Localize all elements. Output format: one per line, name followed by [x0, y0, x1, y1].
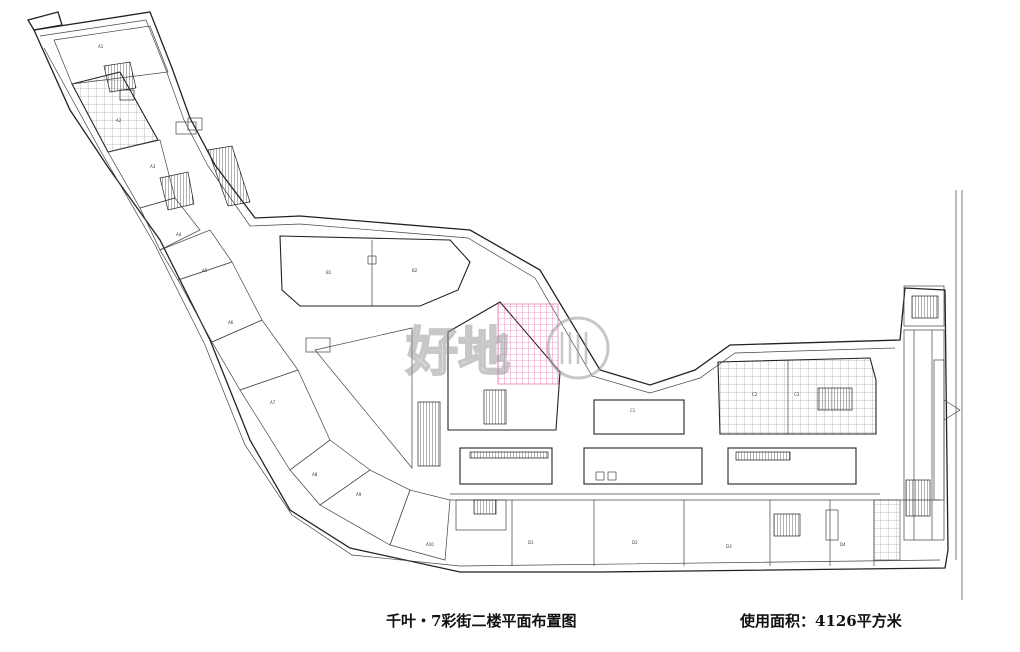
svg-text:A8: A8	[312, 472, 318, 477]
watermark-text: 好地	[405, 323, 510, 383]
svg-text:B1: B1	[326, 270, 332, 275]
south-shops	[450, 499, 940, 566]
hatched-room-north	[71, 61, 159, 153]
watermark-logo: 好地	[404, 316, 610, 384]
svg-text:A10: A10	[426, 542, 434, 547]
svg-text:A9: A9	[356, 492, 362, 497]
svg-text:A7: A7	[270, 400, 276, 405]
svg-text:C1: C1	[630, 408, 636, 413]
svg-text:C3: C3	[794, 392, 800, 397]
atrium	[305, 327, 441, 469]
svg-text:D1: D1	[528, 540, 534, 545]
svg-text:C2: C2	[752, 392, 758, 397]
svg-text:A5: A5	[202, 268, 208, 273]
west-shops	[53, 25, 451, 561]
svg-text:A3: A3	[150, 164, 156, 169]
north-island	[279, 235, 471, 307]
svg-text:B2: B2	[412, 268, 418, 273]
east-hatched-room	[717, 357, 877, 435]
svg-text:D2: D2	[632, 540, 638, 545]
svg-text:D4: D4	[840, 542, 846, 547]
room-codes: A1 A2 A3 A4 A5 A6 A7 A8 A9 A10 B1 B2 C1 …	[98, 44, 846, 549]
svg-text:A6: A6	[228, 320, 234, 325]
svg-text:A1: A1	[98, 44, 104, 49]
middle-row	[450, 399, 880, 495]
svg-text:A4: A4	[176, 232, 182, 237]
plan-title: 千叶・7彩街二楼平面布置图	[386, 612, 577, 630]
svg-text:D3: D3	[726, 544, 732, 549]
svg-text:A2: A2	[116, 118, 122, 123]
usable-area-label: 使用面积：4126平方米	[740, 612, 902, 630]
east-core	[903, 285, 961, 541]
